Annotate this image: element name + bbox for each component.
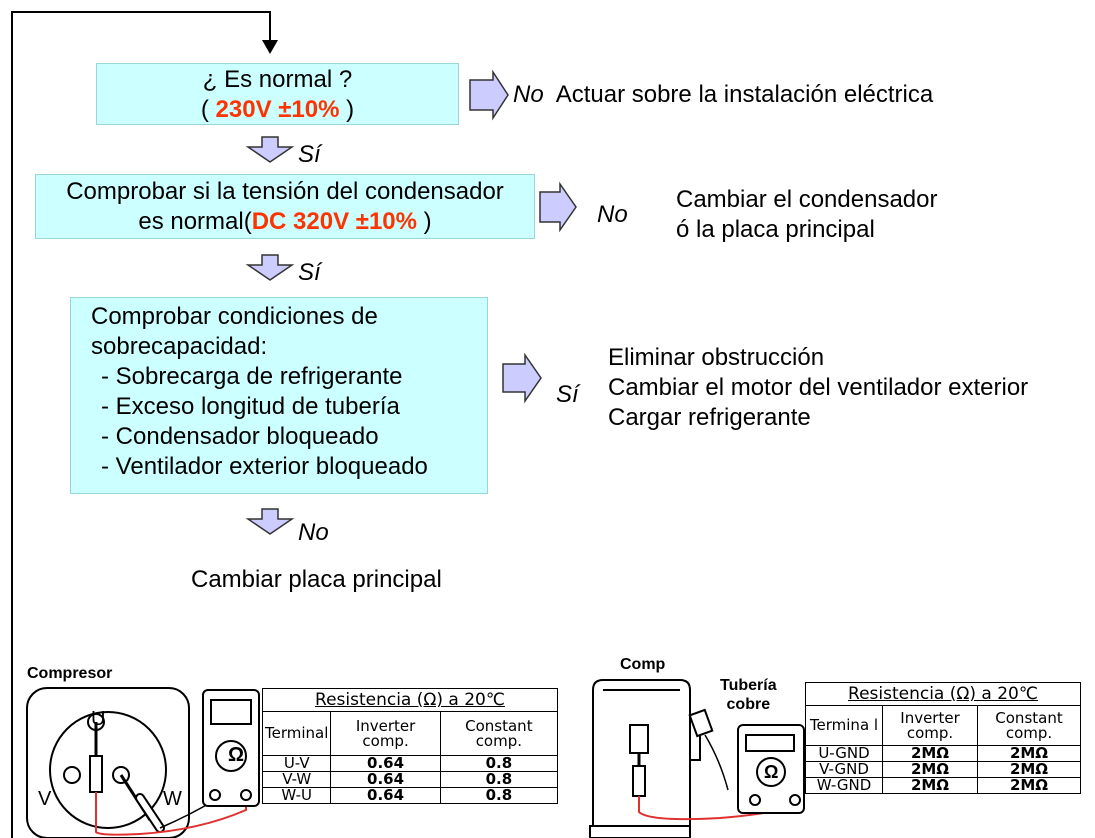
step1-question: ¿ Es normal ? <box>202 66 353 93</box>
capacitor-voltage-value: DC 320V ±10% <box>251 208 417 235</box>
terminal-w-label: W <box>163 788 182 810</box>
table-row: V-GND 2MΩ 2MΩ <box>805 761 1081 778</box>
list-item: - Condensador bloqueado <box>101 423 379 450</box>
ohm-icon: Ω <box>764 762 779 782</box>
no-label: No <box>597 201 628 228</box>
no-label: No <box>513 81 544 108</box>
table-row: U-V 0.64 0.8 <box>261 755 559 772</box>
table-row: U-GND 2MΩ 2MΩ <box>805 745 1081 762</box>
list-item: - Exceso longitud de tubería <box>101 393 400 420</box>
arrow-right-icon <box>502 352 542 404</box>
list-item: - Ventilador exterior bloqueado <box>101 453 428 480</box>
compressor-label: Compresor <box>27 665 113 682</box>
resistance-table-terminals: Resistencia (Ω) a 20℃ Terminal Inverter … <box>261 688 559 804</box>
step1-no-action: Actuar sobre la instalación eléctrica <box>555 81 934 108</box>
table-header: Constant comp. <box>439 711 559 756</box>
table-title: Resistencia (Ω) a 20℃ <box>262 688 558 712</box>
table-header: Termina l <box>805 705 883 746</box>
step3-yes-action: Eliminar obstrucción Cambiar el motor de… <box>608 344 1029 431</box>
overcapacity-check-box: Comprobar condiciones de sobrecapacidad:… <box>70 297 488 494</box>
supply-voltage-value: 230V ±10% <box>215 96 340 123</box>
final-action: Cambiar placa principal <box>191 566 442 593</box>
step1-no-branch: No Actuar sobre la instalación eléctrica <box>513 80 933 110</box>
resistance-table-ground: Resistencia (Ω) a 20℃ Termina l Inverter… <box>805 682 1081 794</box>
table-header: Constant comp. <box>977 705 1081 746</box>
terminal-v-label: V <box>38 788 52 810</box>
list-item: - Sobrecarga de refrigerante <box>101 363 403 390</box>
arrow-right-icon <box>469 69 509 121</box>
table-header: Inverter comp. <box>881 705 979 746</box>
compressor-ground-drawing <box>589 679 805 838</box>
table-title: Resistencia (Ω) a 20℃ <box>805 682 1081 706</box>
arrow-down-icon <box>245 508 295 535</box>
step2-question: Comprobar si la tensión del condensador <box>66 178 504 205</box>
yes-label: Sí <box>556 381 579 408</box>
yes-label: Sí <box>298 259 321 286</box>
step2-no-action: Cambiar el condensador ó la placa princi… <box>676 186 938 243</box>
arrow-right-icon <box>539 181 577 233</box>
no-label: No <box>298 519 329 546</box>
arrow-down-icon <box>245 254 295 281</box>
table-header: Inverter comp. <box>330 711 441 756</box>
check-supply-voltage-box: ¿ Es normal ? ( 230V ±10% ) <box>96 63 459 125</box>
ohm-icon: Ω <box>228 744 245 766</box>
terminal-u-label: U <box>91 708 106 730</box>
yes-label: Sí <box>298 141 321 168</box>
copper-pipe-label: Tubería cobre <box>720 677 777 713</box>
comp-label: Comp <box>620 656 666 673</box>
table-header: Terminal <box>261 711 332 756</box>
arrow-down-icon <box>245 136 295 163</box>
compressor-terminal-drawing <box>26 687 260 838</box>
table-row: W-U 0.64 0.8 <box>261 787 559 804</box>
check-capacitor-voltage-box: Comprobar si la tensión del condensador … <box>35 174 535 239</box>
table-row: W-GND 2MΩ 2MΩ <box>805 777 1081 794</box>
